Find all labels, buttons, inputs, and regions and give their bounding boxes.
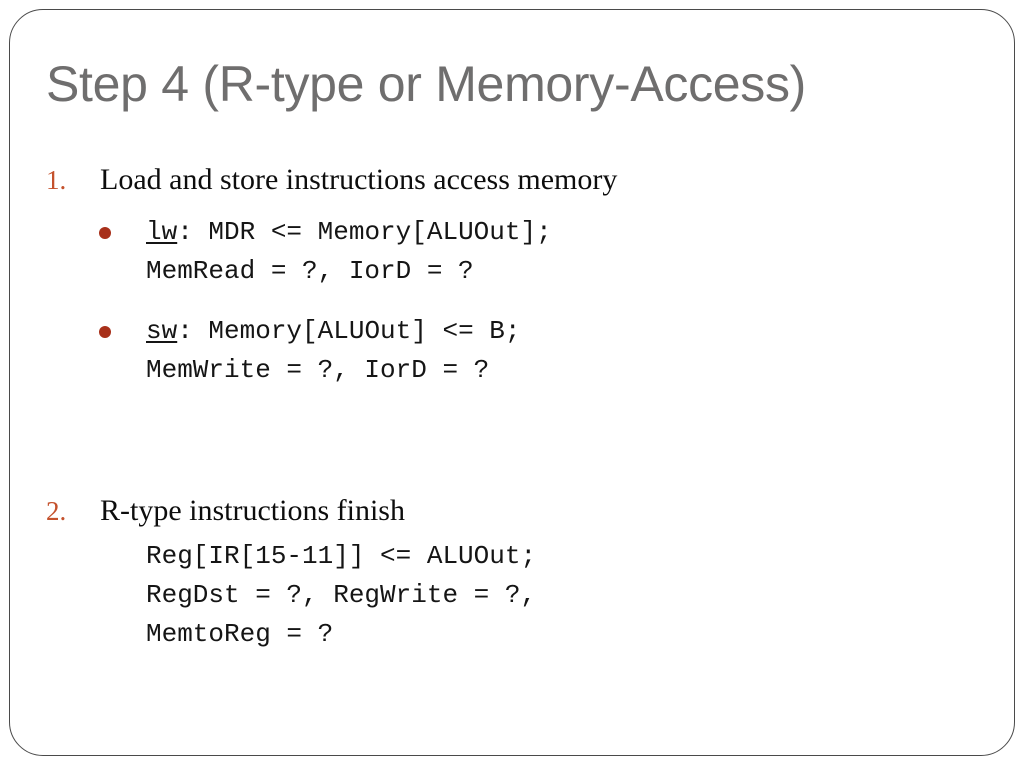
bullet-lw-keyword: lw — [146, 217, 178, 247]
section-spacer — [0, 411, 1024, 491]
slide-content: 1. Load and store instructions access me… — [0, 160, 1024, 654]
code-line-3: MemtoReg = ? — [146, 619, 334, 649]
page-title: Step 4 (R-type or Memory-Access) — [46, 56, 807, 112]
code-line-1: Reg[IR[15-11]] <= ALUOut; — [146, 541, 537, 571]
bullet-sw-line-2: MemWrite = ?, IorD = ? — [146, 355, 490, 385]
list-item-2: 2. R-type instructions finish — [0, 491, 1024, 531]
bullet-dot-icon — [99, 227, 111, 239]
bullet-lw-line-1-rest: : MDR <= Memory[ALUOut]; — [177, 217, 552, 247]
bullet-sw-keyword: sw — [146, 316, 178, 346]
bullet-item-lw: lw: MDR <= Memory[ALUOut]; MemRead = ?, … — [0, 213, 1024, 291]
bullet-lw-line-1: lw: MDR <= Memory[ALUOut]; — [146, 213, 1024, 252]
code-line-2: RegDst = ?, RegWrite = ?, — [146, 580, 537, 610]
bullet-lw-line-2: MemRead = ?, IorD = ? — [146, 256, 474, 286]
bullet-sw-line-1-rest: : Memory[ALUOut] <= B; — [177, 316, 521, 346]
list-item-2-text: R-type instructions finish — [100, 494, 405, 527]
bullet-item-sw: sw: Memory[ALUOut] <= B; MemWrite = ?, I… — [0, 312, 1024, 390]
bullet-sw-line-1: sw: Memory[ALUOut] <= B; — [146, 312, 1024, 351]
list-marker-2: 2. — [46, 496, 67, 526]
bullet-list-1: lw: MDR <= Memory[ALUOut]; MemRead = ?, … — [0, 213, 1024, 390]
bullet-dot-icon — [99, 326, 111, 338]
list-item-1: 1. Load and store instructions access me… — [0, 160, 1024, 200]
code-block-rtype: Reg[IR[15-11]] <= ALUOut; RegDst = ?, Re… — [0, 537, 1024, 654]
list-marker-1: 1. — [46, 165, 67, 195]
list-item-1-text: Load and store instructions access memor… — [100, 163, 618, 196]
